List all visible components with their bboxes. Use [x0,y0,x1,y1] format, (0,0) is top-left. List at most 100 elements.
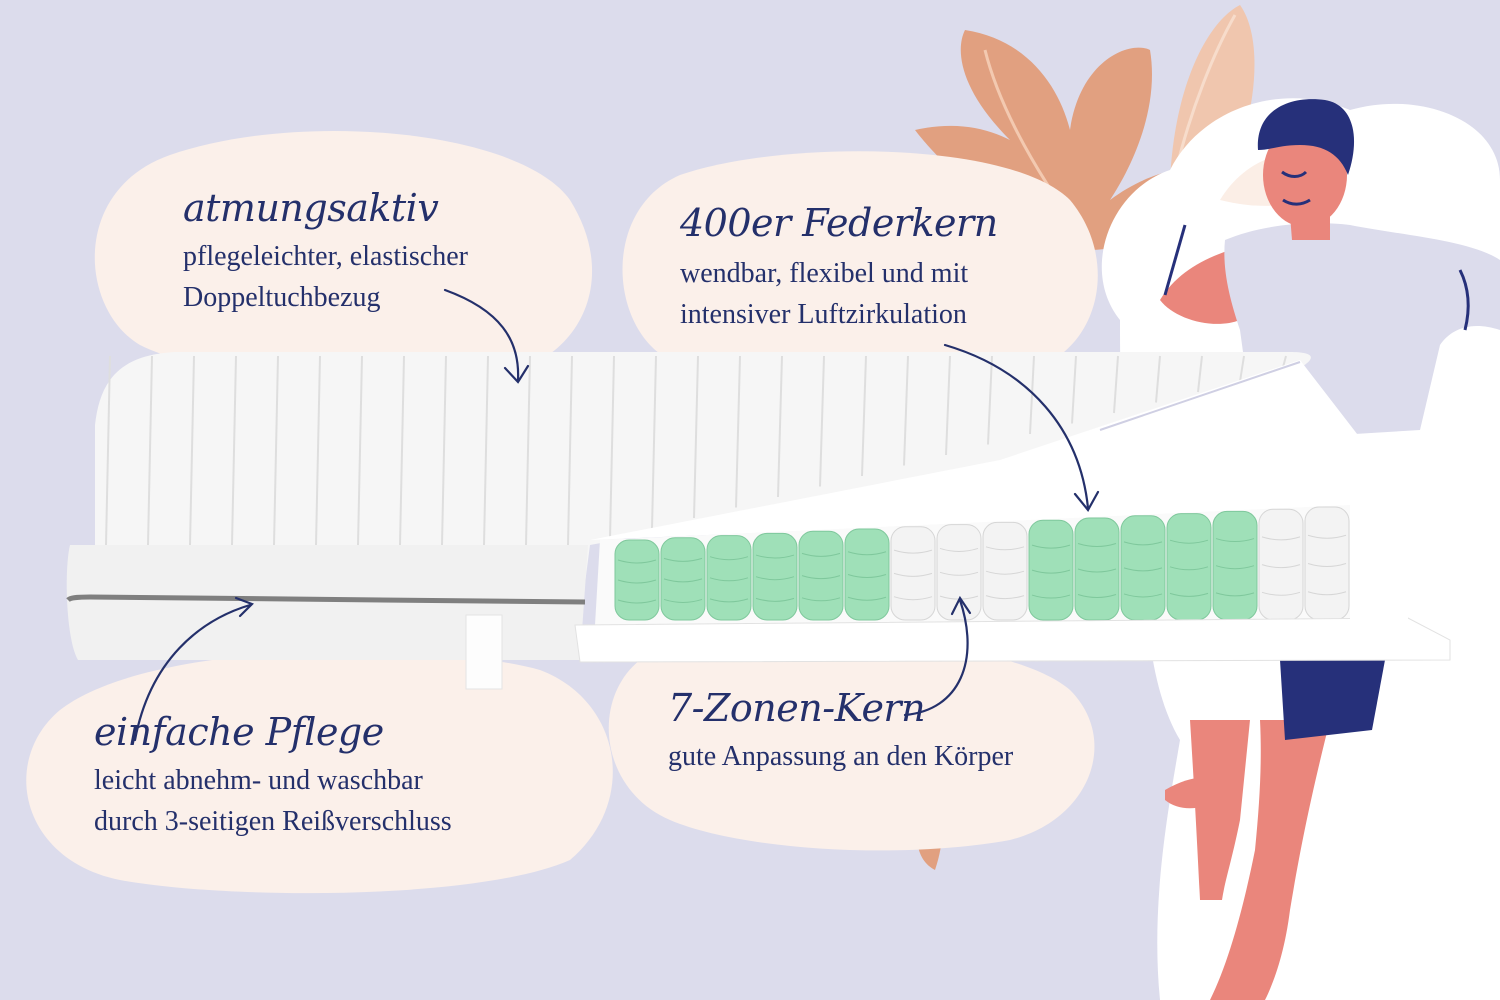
blob-top-left [94,130,593,384]
quilting-rib [945,355,951,456]
spring-fold [663,598,703,603]
spring-fold [1123,541,1163,546]
spring-fold [1307,534,1347,539]
spring-fold [985,570,1025,575]
quilting-rib [1029,355,1035,435]
callout-line: gute Anpassung an den Körper [668,740,1014,772]
spring-fold [709,598,749,603]
quilting-rib [273,355,279,546]
blob-bottom-left [26,650,613,894]
person-leg-left [1190,720,1250,900]
pocket-spring-white [1304,506,1350,621]
quilting-rib [1239,355,1245,382]
quilting-rib [987,355,993,445]
spring-fold [1031,594,1071,599]
callout-title: 400er Federkern [680,201,998,245]
quilting-rib [609,355,615,540]
spring-fold [893,572,933,577]
pocket-spring-green [798,530,844,621]
spring-fold [985,595,1025,600]
spring-fold [801,597,841,602]
spring-fold [755,576,795,581]
sleeping-person [1160,99,1500,1000]
zipper-line [66,594,586,605]
callout-title: 7-Zonen-Kern [668,686,926,730]
spring-fold [847,551,887,556]
person-foot [1165,777,1223,809]
spring-fold [1123,567,1163,572]
pocket-spring-white [1258,508,1304,621]
spring-fold [663,557,703,562]
spring-fold [1169,539,1209,544]
callout-title: atmungsaktiv [183,186,439,230]
callout-spring-core: 400er Federkern wendbar, flexibel und mi… [680,201,998,335]
quilting-rib [777,355,783,498]
spring-fold [617,599,657,604]
spring-fold [801,575,841,580]
pocket-spring-green [1028,519,1074,621]
spring-fold [1215,592,1255,597]
pocket-spring-green [1120,515,1166,621]
spring-fold [1261,564,1301,569]
quilting-rib [105,355,111,546]
callout-line: wendbar, flexibel und mit [680,257,969,289]
quilting-rib [231,355,237,546]
spring-fold [893,596,933,601]
person-leg-right [1210,720,1330,1000]
spring-fold [893,549,933,554]
callout-blobs [26,130,1098,894]
pocket-spring-green [706,535,752,621]
spring-fold [1123,593,1163,598]
spring-fold [1261,536,1301,541]
spring-fold [755,554,795,559]
quilting-rib [1113,355,1119,414]
callout-line: Doppeltuchbezug [183,281,381,313]
quilting-rib [1197,355,1203,393]
quilting-rib [525,355,531,546]
quilting-rib [567,355,573,546]
pocket-spring-green [1166,513,1212,621]
arrow-spring-core [943,343,1090,510]
side-foam-wall [1350,500,1408,625]
quilting-rib [441,355,447,546]
pocket-spring-green [1074,517,1120,621]
spring-fold [1169,592,1209,597]
spring-fold [847,574,887,578]
quilting-rib [693,355,699,519]
quilting-rib [315,355,321,546]
pocket-spring-white [890,526,936,621]
pocket-spring-green [660,537,706,621]
spring-fold [755,597,795,602]
spring-fold [709,577,749,582]
handle-tab [465,614,503,690]
spring-fold [939,547,979,552]
spring-fold [1031,569,1071,574]
bottom-foam-layer [574,617,1451,663]
spring-fold [1077,543,1117,547]
pocket-spring-green [752,532,798,621]
pocket-springs [614,506,1350,621]
callout-easy-care: einfache Pflege leicht abnehm- und wasch… [94,710,452,842]
callout-line: intensiver Luftzirkulation [680,298,967,330]
spring-fold [939,571,979,576]
callout-line: durch 3-seitigen Reißverschluss [94,805,452,837]
quilting-rib [1071,355,1077,424]
spring-fold [663,578,703,583]
person-hair [1257,99,1355,175]
spring-fold [617,559,657,564]
spring-fold [709,556,749,561]
callout-title: einfache Pflege [94,710,384,754]
quilting-rib [903,355,909,466]
spring-fold [1215,565,1255,570]
quilting-rib [483,355,489,546]
spring-fold [1031,544,1071,549]
pocket-spring-green [614,539,660,621]
callout-arrows [133,288,1100,742]
arrow-zones [903,598,969,717]
quilting-rib [1155,355,1161,403]
pocket-spring-green [1212,510,1258,621]
spring-fold [1261,591,1301,596]
blob-bottom-right [608,636,1095,851]
